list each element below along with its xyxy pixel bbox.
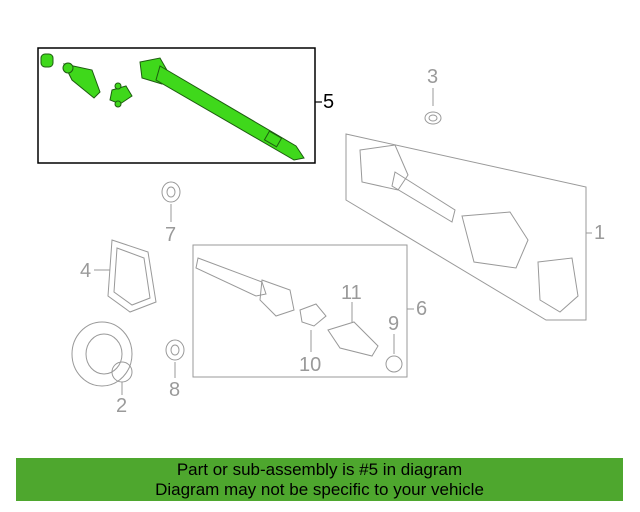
part-3-washer — [424, 88, 442, 125]
housing-center — [461, 211, 529, 269]
footer-line-1: Part or sub-assembly is #5 in diagram — [176, 460, 463, 479]
axle-housing-box — [345, 133, 587, 321]
kit-shaft — [195, 257, 267, 297]
housing-knuckle-right — [537, 257, 579, 313]
callout-11[interactable]: 11 — [341, 282, 362, 304]
footer-line-2: Diagram may not be specific to your vehi… — [155, 480, 484, 499]
kit-yoke — [259, 279, 295, 317]
kit-outer-yoke — [327, 321, 379, 357]
part-7-seal — [161, 181, 181, 222]
callout-8[interactable]: 8 — [169, 379, 181, 401]
kit-u-joint — [299, 303, 327, 327]
callout-10[interactable]: 10 — [299, 354, 322, 376]
highlighted-axle-shaft[interactable] — [40, 53, 305, 161]
callout-7[interactable]: 7 — [165, 224, 177, 246]
axle-housing-group — [345, 133, 592, 321]
highlighted-u-joint — [109, 85, 133, 105]
shaft-kit-box — [192, 244, 408, 378]
callout-6[interactable]: 6 — [416, 298, 428, 320]
housing-knuckle-left — [359, 144, 409, 191]
footer-banner: Part or sub-assembly is #5 in diagram Di… — [16, 458, 623, 501]
kit-bushing — [385, 355, 403, 373]
callout-2[interactable]: 2 — [116, 395, 128, 417]
callout-3[interactable]: 3 — [427, 66, 439, 88]
callout-4[interactable]: 4 — [80, 260, 92, 282]
part-8-seal — [165, 339, 185, 378]
part-2-differential — [71, 321, 133, 395]
callout-1[interactable]: 1 — [594, 222, 606, 244]
parts-diagram — [37, 47, 592, 395]
highlighted-bushing — [40, 53, 54, 68]
part-4-cover — [94, 239, 157, 313]
callout-5[interactable]: 5 — [323, 91, 335, 113]
housing-tube — [391, 171, 456, 223]
highlighted-inner-yoke — [63, 63, 101, 99]
callout-9[interactable]: 9 — [388, 313, 400, 335]
shaft-kit-6-group — [192, 244, 414, 378]
